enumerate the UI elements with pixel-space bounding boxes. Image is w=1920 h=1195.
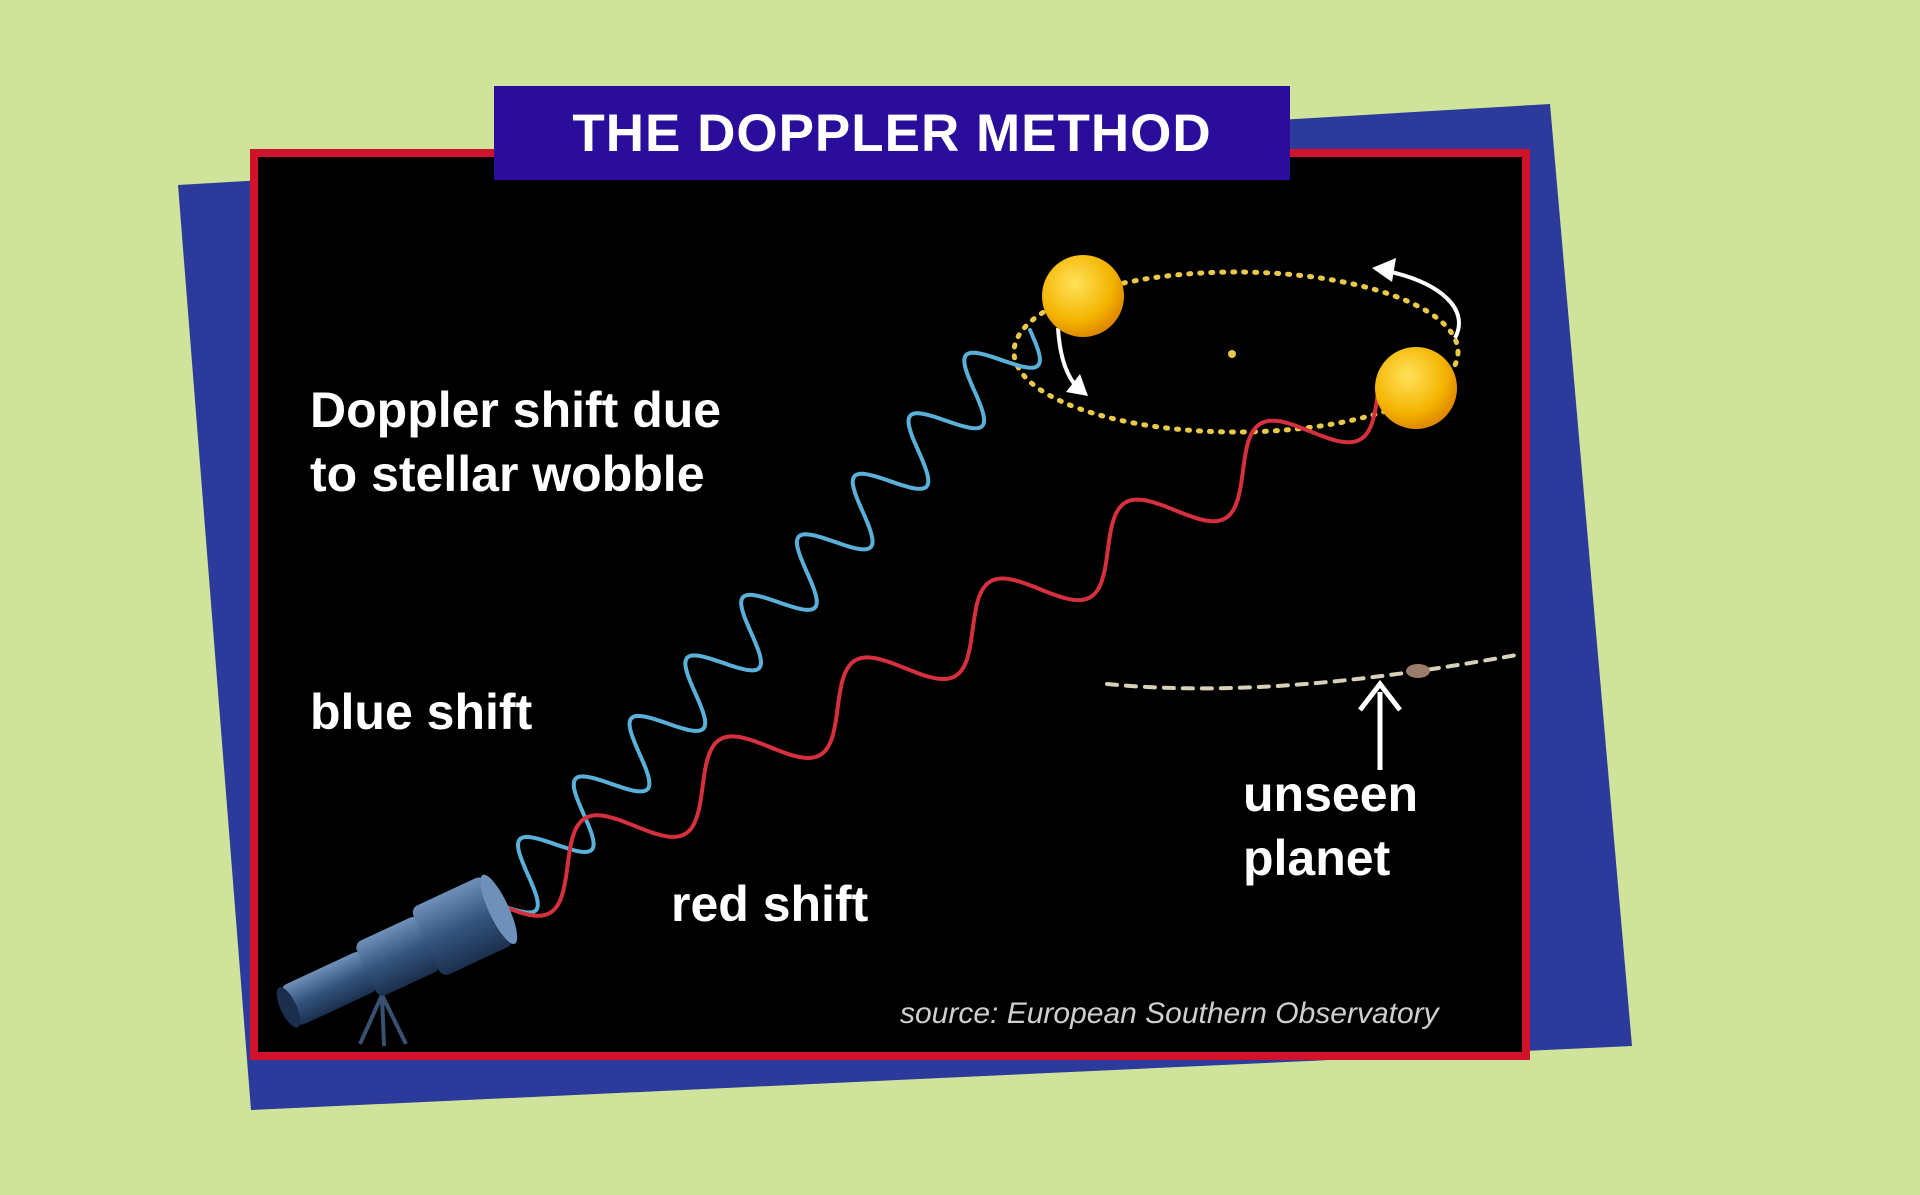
- telescope-icon: [276, 874, 518, 1047]
- arrow-icon: [1066, 374, 1088, 396]
- planet-orbit: [1105, 652, 1524, 691]
- star-icon: [1042, 255, 1124, 337]
- diagram-title: THE DOPPLER METHOD: [494, 86, 1290, 180]
- star-icon: [1375, 347, 1457, 429]
- planet-icon: [1406, 664, 1430, 678]
- arrow-icon: [1372, 258, 1396, 282]
- arrow-icon: [1381, 268, 1461, 339]
- arrow-icon: [1358, 679, 1402, 712]
- blue-shift-label: blue shift: [310, 684, 533, 740]
- doppler-shift-line2: to stellar wobble: [310, 445, 705, 502]
- stellar-orbit: [1011, 269, 1461, 435]
- blue-shift-wave: [498, 328, 1042, 915]
- barycenter-dot: [1228, 350, 1236, 358]
- unseen-planet-line2: planet: [1243, 829, 1391, 886]
- doppler-shift-line1: Doppler shift due: [310, 382, 722, 438]
- red-shift-label: red shift: [671, 876, 869, 932]
- unseen-planet-line1: unseen: [1243, 766, 1419, 822]
- doppler-shift-label: Doppler shift due to stellar wobble: [310, 382, 721, 503]
- source-credit: source: European Southern Observatory: [900, 997, 1439, 1030]
- unseen-planet-label: unseen planet: [1243, 766, 1418, 887]
- red-shift-wave: [498, 390, 1380, 918]
